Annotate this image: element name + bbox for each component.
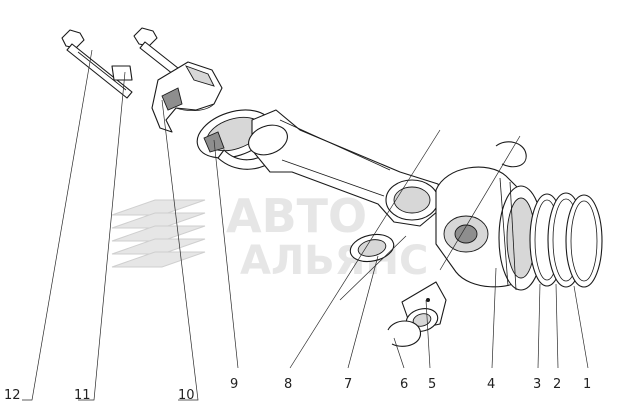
callout-10: 10 (178, 388, 195, 403)
callout-6: 6 (400, 377, 408, 392)
callout-labels: 1 2 3 4 5 6 7 8 9 10 11 12 (4, 377, 591, 403)
circlips (387, 141, 527, 347)
watermark-line2: АЛЬЯНС (240, 238, 428, 284)
callout-8: 8 (284, 377, 292, 392)
callout-4: 4 (487, 377, 495, 392)
callout-3: 3 (533, 377, 541, 392)
leader-lines (22, 49, 589, 401)
pin-dot (426, 298, 430, 302)
rod-cap (151, 61, 223, 133)
piston-pin (401, 281, 447, 332)
callout-12: 12 (4, 388, 21, 403)
callout-9: 9 (230, 377, 238, 392)
callout-1: 1 (583, 377, 591, 392)
callout-5: 5 (428, 377, 436, 392)
rod-bolt-right (111, 27, 184, 81)
watermark: ABTO АЛЬЯНС (111, 189, 428, 284)
callout-7: 7 (344, 377, 352, 392)
connecting-rod (248, 109, 445, 227)
piston-rings (529, 192, 603, 288)
ring-compression-upper (565, 194, 603, 288)
callout-2: 2 (553, 377, 561, 392)
rod-bolt-left (61, 29, 133, 99)
watermark-line1: ABTO (226, 189, 367, 243)
piston (435, 166, 544, 291)
watermark-logo (111, 199, 206, 268)
callout-11: 11 (74, 388, 91, 403)
